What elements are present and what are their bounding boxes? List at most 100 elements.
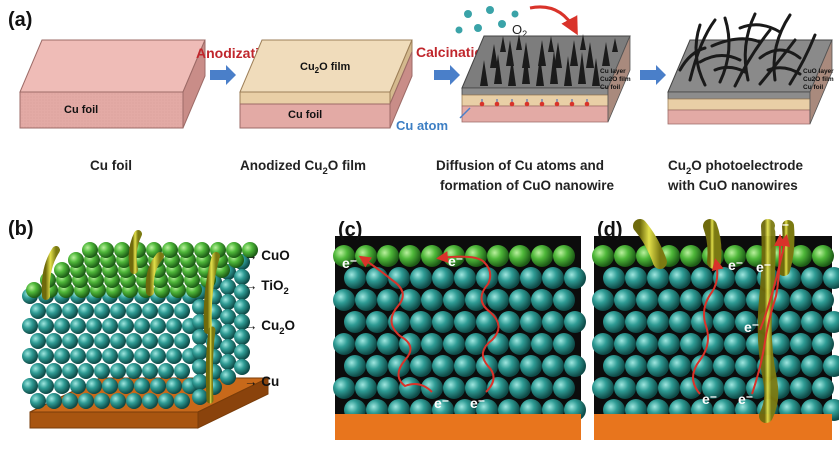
panel-d-label: (d) — [597, 219, 623, 241]
teal-sphere — [38, 378, 54, 394]
tiny-cu-foil-label: Cu foil — [600, 84, 620, 91]
green-sphere — [399, 245, 421, 267]
teal-sphere — [174, 363, 190, 379]
teal-sphere — [192, 359, 208, 375]
caption-anodized-film: Anodized Cu2O film — [240, 158, 366, 177]
teal-sphere — [192, 344, 208, 360]
teal-sphere — [592, 289, 614, 311]
teal-sphere — [542, 267, 564, 289]
green-sphere — [54, 262, 70, 278]
green-sphere — [531, 245, 553, 267]
teal-sphere — [234, 344, 250, 360]
teal-sphere — [553, 333, 575, 355]
arrow-right-icon — [210, 65, 236, 85]
teal-sphere — [542, 355, 564, 377]
teal-sphere — [62, 393, 78, 409]
caption-photoelectrode-line1: Cu2O photoelectrode — [668, 158, 804, 177]
cu-foil-block: Cu foil — [19, 39, 206, 129]
teal-sphere — [134, 318, 150, 334]
teal-sphere — [603, 267, 625, 289]
teal-sphere — [520, 311, 542, 333]
caption-photoelectrode-line2: with CuO nanowires — [667, 178, 798, 193]
teal-sphere — [564, 355, 586, 377]
teal-sphere — [614, 377, 636, 399]
teal-sphere — [142, 363, 158, 379]
teal-sphere — [126, 393, 142, 409]
teal-sphere — [509, 333, 531, 355]
teal-sphere — [54, 348, 70, 364]
electron-label: e⁻ — [774, 219, 789, 235]
teal-sphere — [94, 363, 110, 379]
teal-sphere — [366, 311, 388, 333]
calcination-label: Calcination — [416, 44, 491, 60]
teal-sphere — [454, 311, 476, 333]
teal-sphere — [702, 289, 724, 311]
teal-sphere — [377, 333, 399, 355]
teal-sphere — [234, 269, 250, 285]
teal-sphere — [126, 333, 142, 349]
teal-sphere — [702, 377, 724, 399]
teal-sphere — [669, 267, 691, 289]
teal-sphere — [150, 348, 166, 364]
teal-sphere — [142, 303, 158, 319]
green-sphere — [82, 242, 98, 258]
teal-sphere — [78, 303, 94, 319]
green-sphere — [114, 242, 130, 258]
teal-sphere — [118, 378, 134, 394]
teal-sphere — [432, 355, 454, 377]
teal-sphere — [465, 333, 487, 355]
teal-sphere — [30, 303, 46, 319]
teal-sphere — [801, 355, 823, 377]
teal-sphere — [192, 374, 208, 390]
teal-sphere — [234, 299, 250, 315]
teal-sphere — [443, 377, 465, 399]
teal-sphere — [531, 333, 553, 355]
teal-sphere — [812, 377, 834, 399]
teal-sphere — [377, 289, 399, 311]
teal-sphere — [520, 355, 542, 377]
teal-sphere — [126, 363, 142, 379]
teal-sphere — [166, 318, 182, 334]
teal-sphere — [142, 393, 158, 409]
teal-sphere — [614, 333, 636, 355]
teal-sphere — [102, 348, 118, 364]
teal-sphere — [636, 377, 658, 399]
teal-sphere — [432, 267, 454, 289]
teal-sphere — [592, 333, 614, 355]
tiny-cu-layer-label: Cu layer — [600, 68, 626, 75]
teal-sphere — [142, 333, 158, 349]
teal-sphere — [647, 311, 669, 333]
teal-sphere — [110, 303, 126, 319]
green-sphere — [226, 242, 242, 258]
teal-sphere — [487, 289, 509, 311]
teal-sphere — [421, 377, 443, 399]
teal-sphere — [220, 354, 236, 370]
caption-diffusion-line2: formation of CuO nanowire — [440, 178, 614, 193]
teal-sphere — [564, 267, 586, 289]
electron-label: e⁻ — [702, 391, 717, 407]
teal-sphere — [234, 284, 250, 300]
teal-sphere — [30, 393, 46, 409]
panel-c-label: (c) — [338, 219, 362, 241]
teal-sphere — [366, 355, 388, 377]
teal-sphere — [78, 363, 94, 379]
teal-sphere — [94, 333, 110, 349]
teal-sphere — [126, 303, 142, 319]
o2-label: O2 — [512, 22, 527, 39]
green-sphere — [553, 245, 575, 267]
teal-sphere — [30, 363, 46, 379]
teal-sphere — [713, 355, 735, 377]
teal-sphere — [102, 378, 118, 394]
teal-sphere — [118, 348, 134, 364]
teal-sphere — [564, 311, 586, 333]
teal-sphere — [46, 333, 62, 349]
teal-sphere — [553, 377, 575, 399]
teal-sphere — [531, 377, 553, 399]
teal-sphere — [658, 289, 680, 311]
teal-sphere — [158, 363, 174, 379]
teal-sphere — [636, 289, 658, 311]
green-sphere — [162, 242, 178, 258]
teal-sphere — [680, 377, 702, 399]
teal-sphere — [38, 348, 54, 364]
